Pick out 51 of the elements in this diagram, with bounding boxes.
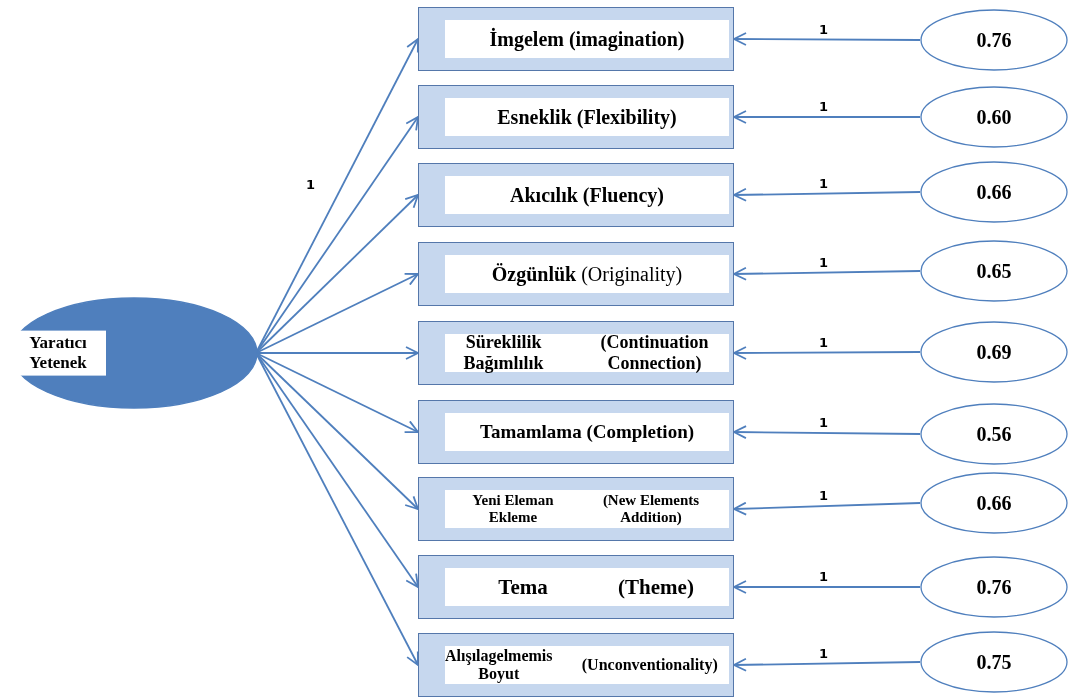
indicator-label: Akıcılık (Fluency) (510, 183, 664, 207)
indicator-label: Tema (497, 574, 549, 600)
arrow (733, 110, 921, 124)
arrow (733, 501, 921, 516)
indicator-label: Esneklik (Flexibility) (497, 105, 677, 129)
edge-label: 1 (306, 178, 316, 192)
indicator-box (418, 85, 734, 149)
edge-label: 1 (819, 646, 829, 661)
indicator-box (418, 242, 734, 306)
indicator-box (418, 321, 734, 385)
arrow (733, 425, 921, 440)
error-variance: 0.66 (975, 491, 1013, 515)
edge-label: 1 (819, 176, 829, 191)
indicator-label: Alışılagelmemis Boyut (445, 646, 553, 684)
error-variance: 0.76 (975, 28, 1013, 52)
latent-label: Yaratıcı Yetenek (10, 330, 106, 376)
edge-label: 1 (819, 335, 829, 350)
indicator-box (418, 400, 734, 464)
arrow (733, 32, 921, 46)
indicator-box (418, 477, 734, 541)
arrow (733, 266, 921, 281)
indicator-box (418, 163, 734, 227)
error-variance: 0.65 (975, 259, 1013, 283)
indicator-label: Özgünlük (Originality) (491, 262, 683, 286)
error-variance: 0.60 (975, 105, 1013, 129)
arrow (733, 187, 921, 202)
indicator-box (418, 633, 734, 697)
indicator-label: (Unconventionality) (580, 655, 719, 675)
indicator-label: (Theme) (617, 574, 695, 600)
indicator-label: (New Elements Addition) (601, 491, 701, 527)
indicator-label: İmgelem (imagination) (489, 27, 685, 51)
edge-label: 1 (819, 22, 829, 37)
error-variance: 0.66 (975, 180, 1013, 204)
indicator-box (418, 7, 734, 71)
indicator-label: Süreklilik Bağımlılık (462, 332, 545, 374)
edge-label: 1 (819, 100, 829, 114)
edge-label: 1 (819, 255, 829, 270)
arrow (733, 657, 921, 672)
edge-label: 1 (819, 416, 829, 430)
arrow (733, 346, 921, 360)
arrow (733, 580, 921, 594)
error-variance: 0.75 (975, 650, 1013, 674)
indicator-label: (Continuation Connection) (599, 332, 710, 374)
error-variance: 0.69 (975, 340, 1013, 364)
indicator-box (418, 555, 734, 619)
indicator-label: Yeni Eleman Ekleme (471, 491, 555, 527)
indicator-label: Tamamlama (Completion) (479, 421, 695, 443)
edge-label: 1 (819, 489, 829, 503)
edge-label: 1 (819, 570, 829, 584)
error-variance: 0.56 (975, 422, 1013, 446)
error-variance: 0.76 (975, 575, 1013, 599)
